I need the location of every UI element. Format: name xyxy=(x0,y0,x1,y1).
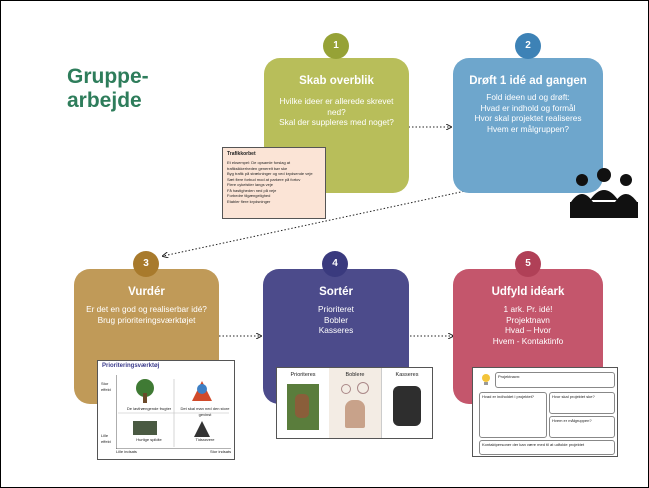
step-3-text-line: Brug prioriteringsværktøjet xyxy=(97,314,196,325)
step-1-text: Hvilke ideer er allerede skrevet ned? Sk… xyxy=(264,96,409,128)
step-5-text: 1 ark. Pr. idé! Projektnavn Hvad – Hvor … xyxy=(453,304,603,346)
quadrant-q4: Tidsrøvere xyxy=(195,437,215,442)
traffic-notes-title: Trafikkorbet xyxy=(227,151,256,157)
traffic-note-line: Flere cykelstier langs veje xyxy=(227,182,274,187)
idea-who-box: Hvem er målgruppen? xyxy=(549,416,615,438)
step-1-text-line: Hvilke ideer er allerede skrevet ned? xyxy=(279,96,394,117)
step-3-heading: Vurdér xyxy=(128,286,165,298)
step-4-text: Prioriteret Bobler Kasseres xyxy=(263,304,409,336)
step-4-badge: 4 xyxy=(322,251,348,277)
priority-tool-thumbnail: Prioriteringsværktøj Stor effekt Lille e… xyxy=(97,360,235,460)
quadrant-q2: Det skal man ned den store gevinst xyxy=(180,406,230,417)
step-4-heading: Sortér xyxy=(319,286,353,298)
idea-where-label: Hvor skal projektet ske? xyxy=(552,394,595,399)
axis-label-right: Stor indsats xyxy=(210,449,232,454)
step-3-badge: 3 xyxy=(133,251,159,277)
traffic-note-line: Etabler flere krydsninger xyxy=(227,198,271,204)
axis-label-top: Stor effekt xyxy=(101,381,111,392)
traffic-note-line: Byg trafik på strækninger og ved krydsen… xyxy=(227,171,313,176)
sort-column-prioriteres: Prioriteres xyxy=(277,368,330,438)
traffic-notes-thumbnail: Trafikkorbet Et eksempel: De opsamle for… xyxy=(222,147,326,219)
step-2-heading: Drøft 1 idé ad gangen xyxy=(469,75,587,87)
step-2-badge: 2 xyxy=(515,33,541,59)
step-2-text-line: Hvor skal projektet realiseres xyxy=(474,113,582,123)
step-4-text-line: Bobler xyxy=(324,314,348,325)
sort-column-kasseres: Kasseres xyxy=(381,368,433,438)
sort-column-label: Prioriteres xyxy=(290,372,316,378)
sort-column-label: Kasseres xyxy=(395,372,419,378)
idea-who-label: Hvem er målgruppen? xyxy=(552,418,592,423)
child-figure-icon xyxy=(345,400,365,428)
bubble-icon xyxy=(341,384,351,394)
arrow-2-3 xyxy=(163,183,499,256)
step-2-text-line: Fold ideen ud og drøft: xyxy=(486,92,570,102)
lightbulb-icon xyxy=(482,374,490,385)
step-3-text-line: Er det en god og realiserbar idé? xyxy=(86,304,207,314)
sort-column-boblere: Boblere xyxy=(329,368,382,438)
step-5-text-line: 1 ark. Pr. idé! xyxy=(503,304,553,314)
idea-name-box: Projektnavn: xyxy=(495,372,615,388)
step-5-heading: Udfyld idéark xyxy=(491,286,565,298)
traffic-note-line: Et eksempel: De opsamle forslag at trafi… xyxy=(227,160,291,171)
step-2-text-line: Hvad er indhold og formål xyxy=(480,102,576,113)
idea-what-box: Hvad er indholdet i projektet? xyxy=(479,392,547,438)
idea-where-box: Hvor skal projektet ske? xyxy=(549,392,615,414)
step-2-text-line: Hvem er målgruppen? xyxy=(486,123,570,134)
idea-what-label: Hvad er indholdet i projektet? xyxy=(482,394,535,399)
step-5-text-line: Projektnavn xyxy=(506,314,550,325)
idea-contact-box: Kontaktpersoner der kan være med til at … xyxy=(479,440,615,455)
traffic-note-line: Forbedre tilgængelighed xyxy=(227,193,271,198)
step-2-text: Fold ideen ud og drøft: Hvad er indhold … xyxy=(453,92,603,134)
quadrant-q3: Hurtige spildte xyxy=(136,437,162,442)
quadrant-q1: De lavthængende frugter xyxy=(126,406,172,411)
bubble-icon xyxy=(357,382,369,394)
plant-icon xyxy=(295,394,309,418)
idea-sheet-thumbnail: Projektnavn: Hvad er indholdet i projekt… xyxy=(472,367,618,457)
step-3-text: Er det en god og realiserbar idé? Brug p… xyxy=(74,304,219,325)
step-1-badge: 1 xyxy=(323,33,349,59)
group-people-icon xyxy=(570,168,638,218)
step-2-card: Drøft 1 idé ad gangen Fold ideen ud og d… xyxy=(453,58,603,193)
step-1-text-line: Skal der suppleres med noget? xyxy=(279,117,394,127)
priority-tool-title: Prioriteringsværktøj xyxy=(102,363,160,369)
page-title: Gruppe- arbejde xyxy=(67,65,187,113)
sort-thumbnail: Prioriteres Boblere Kasseres xyxy=(276,367,433,439)
step-5-text-line: Hvad – Hvor xyxy=(504,325,552,335)
step-4-text-line: Prioriteret xyxy=(318,304,354,314)
step-4-text-line: Kasseres xyxy=(318,325,354,335)
title-line-2: arbejde xyxy=(67,89,142,112)
sort-column-label: Boblere xyxy=(345,372,365,378)
axis-label-bottom: Lille effekt xyxy=(101,433,111,444)
traffic-note-line: Få hastigheden ned på veje xyxy=(227,187,277,193)
traffic-note-line: Sæt flere forbud mod at parkere på forto… xyxy=(227,176,301,182)
idea-contact-label: Kontaktpersoner der kan være med til at … xyxy=(482,442,585,447)
trash-bag-icon xyxy=(393,386,421,426)
step-1-heading: Skab overblik xyxy=(299,75,374,87)
idea-name-label: Projektnavn: xyxy=(498,374,521,379)
axis-label-left: Lille indsats xyxy=(116,449,137,454)
step-5-text-line: Hvem - Kontaktinfo xyxy=(492,335,564,346)
step-5-badge: 5 xyxy=(515,251,541,277)
title-line-1: Gruppe- xyxy=(67,65,149,88)
priority-matrix xyxy=(116,375,231,449)
